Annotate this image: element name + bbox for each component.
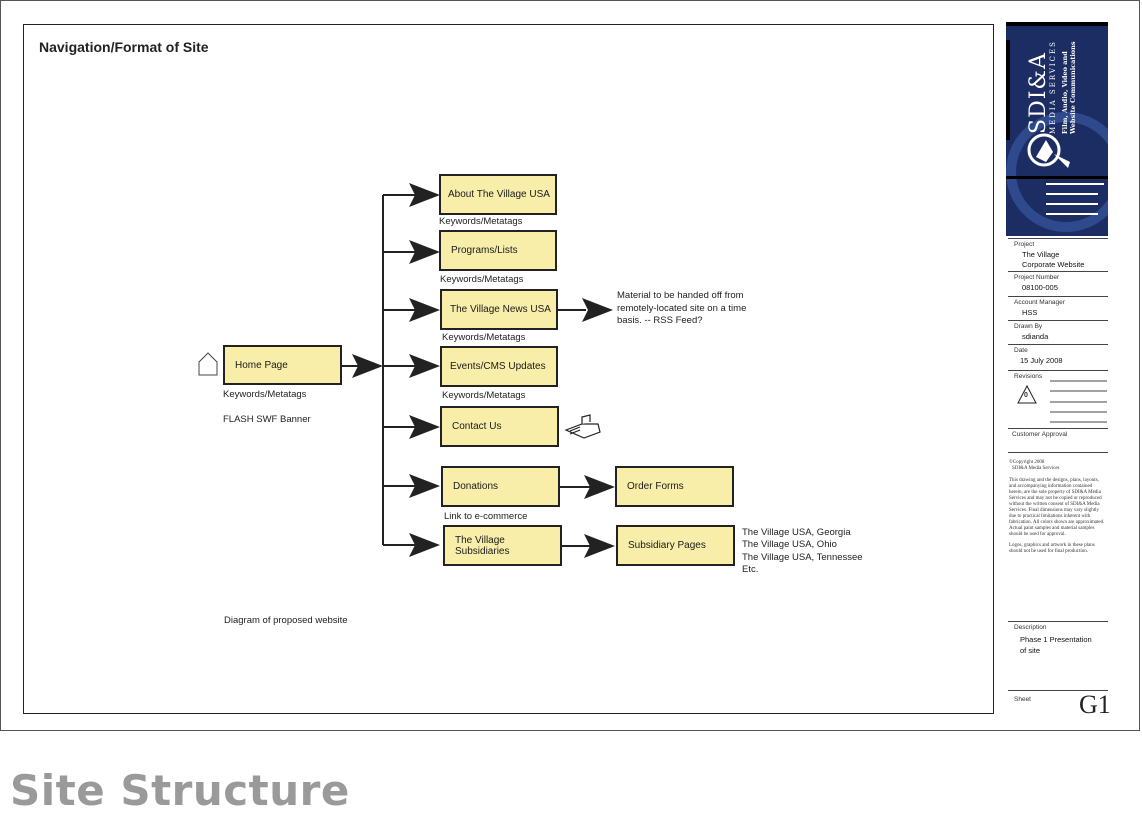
logo-main-text: SDI&A: [1026, 52, 1051, 134]
logo-text: SDI&A MEDIA SERVICES Film, Audio, Video …: [1026, 22, 1077, 134]
tb-date-value: 15 July 2008: [1020, 356, 1063, 365]
tb-number-label: Project Number: [1014, 274, 1060, 281]
tb-date: Date 15 July 2008: [1008, 344, 1108, 371]
tb-date-label: Date: [1014, 347, 1028, 354]
tb-project: Project The Village Corporate Website: [1008, 238, 1108, 271]
tb-description: Description Phase 1 Presentation of site: [1008, 621, 1108, 662]
tb-number-value: 08100-005: [1022, 283, 1058, 292]
logo-graphic: [1006, 22, 1108, 232]
note-subsidiary-4: Etc.: [742, 564, 759, 575]
diagram-title: Navigation/Format of Site: [39, 39, 209, 55]
node-donations[interactable]: Donations: [441, 466, 560, 507]
tb-manager-label: Account Manager: [1014, 299, 1065, 306]
node-about[interactable]: About The Village USA: [439, 174, 557, 215]
tb-manager-value: HSS: [1022, 308, 1038, 317]
tb-revisions-label: Revisions: [1014, 373, 1043, 380]
house-icon: [198, 352, 218, 376]
note-news-material-3: basis. -- RSS Feed?: [617, 315, 703, 326]
node-home-page[interactable]: Home Page: [223, 345, 342, 385]
note-home-keywords: Keywords/Metatags: [223, 389, 307, 400]
logo-tagline-1: Film, Audio, Video and: [1061, 51, 1069, 134]
note-subsidiary-3: The Village USA, Tennessee: [742, 552, 863, 563]
logo-sub-text: MEDIA SERVICES: [1049, 40, 1057, 134]
sheet-number: G1: [1079, 690, 1111, 719]
node-events[interactable]: Events/CMS Updates: [440, 346, 558, 387]
note-news-keywords: Keywords/Metatags: [442, 332, 526, 343]
tb-description-line-1: Phase 1 Presentation: [1020, 635, 1092, 644]
tb-copyright: ©Copyright 2008 SDI&A Media Services Thi…: [1009, 460, 1107, 555]
tb-drawn-value: sdianda: [1022, 332, 1049, 341]
tb-description-line-2: of site: [1020, 646, 1041, 655]
slide-title: Site Structure: [10, 766, 350, 815]
copyright-line-2: SDI&A Media Services: [1012, 466, 1060, 471]
node-contact[interactable]: Contact Us: [440, 406, 559, 447]
tb-sheet: Sheet: [1008, 690, 1108, 719]
note-programs-keywords: Keywords/Metatags: [440, 274, 524, 285]
node-programs[interactable]: Programs/Lists: [439, 230, 557, 271]
note-about-keywords: Keywords/Metatags: [439, 216, 523, 227]
node-order-forms[interactable]: Order Forms: [615, 466, 734, 507]
tb-description-label: Description: [1014, 624, 1047, 631]
copyright-line-1: ©Copyright 2008: [1009, 460, 1045, 465]
logo-tagline-2: Website Communications: [1069, 41, 1077, 134]
tb-project-number: Project Number 08100-005: [1008, 271, 1108, 296]
node-subsidiary-pages[interactable]: Subsidiary Pages: [616, 525, 735, 566]
tb-drawn-by: Drawn By sdianda: [1008, 320, 1108, 345]
drawing-sheet: [0, 0, 1140, 731]
note-ecommerce: Link to e-commerce: [444, 511, 528, 522]
tb-approval-bottom: [1008, 452, 1108, 454]
note-subsidiary-1: The Village USA, Georgia: [742, 527, 851, 538]
node-news[interactable]: The Village News USA: [440, 289, 558, 330]
tb-sheet-label: Sheet: [1014, 696, 1031, 703]
note-news-material-1: Material to be handed off from: [617, 290, 744, 301]
revision-grid: [1017, 380, 1107, 423]
drawing-frame: [23, 24, 994, 714]
note-flash-banner: FLASH SWF Banner: [223, 414, 311, 425]
tb-approval-label: Customer Approval: [1012, 431, 1068, 438]
legal-text-1: This drawing and the designs, plans, lay…: [1009, 478, 1105, 537]
tb-project-label: Project: [1014, 241, 1035, 248]
note-events-keywords: Keywords/Metatags: [442, 390, 526, 401]
legal-text-2: Logos, graphics and artwork in these pla…: [1009, 543, 1095, 554]
tb-revisions: Revisions 0: [1008, 370, 1108, 429]
diagram-caption: Diagram of proposed website: [224, 615, 348, 626]
node-subsidiaries[interactable]: The Village Subsidiaries: [443, 525, 562, 566]
company-logo: SDI&A MEDIA SERVICES Film, Audio, Video …: [1006, 22, 1108, 236]
note-subsidiary-2: The Village USA, Ohio: [742, 539, 837, 550]
tb-customer-approval: Customer Approval: [1008, 428, 1108, 453]
mailbox-icon: [564, 414, 601, 439]
tb-project-line-1: The Village: [1022, 250, 1060, 259]
revision-number: 0: [1024, 392, 1028, 399]
tb-project-line-2: Corporate Website: [1022, 260, 1085, 269]
tb-drawn-label: Drawn By: [1014, 323, 1043, 330]
note-news-material-2: remotely-located site on a time: [617, 303, 747, 314]
tb-account-manager: Account Manager HSS: [1008, 296, 1108, 321]
